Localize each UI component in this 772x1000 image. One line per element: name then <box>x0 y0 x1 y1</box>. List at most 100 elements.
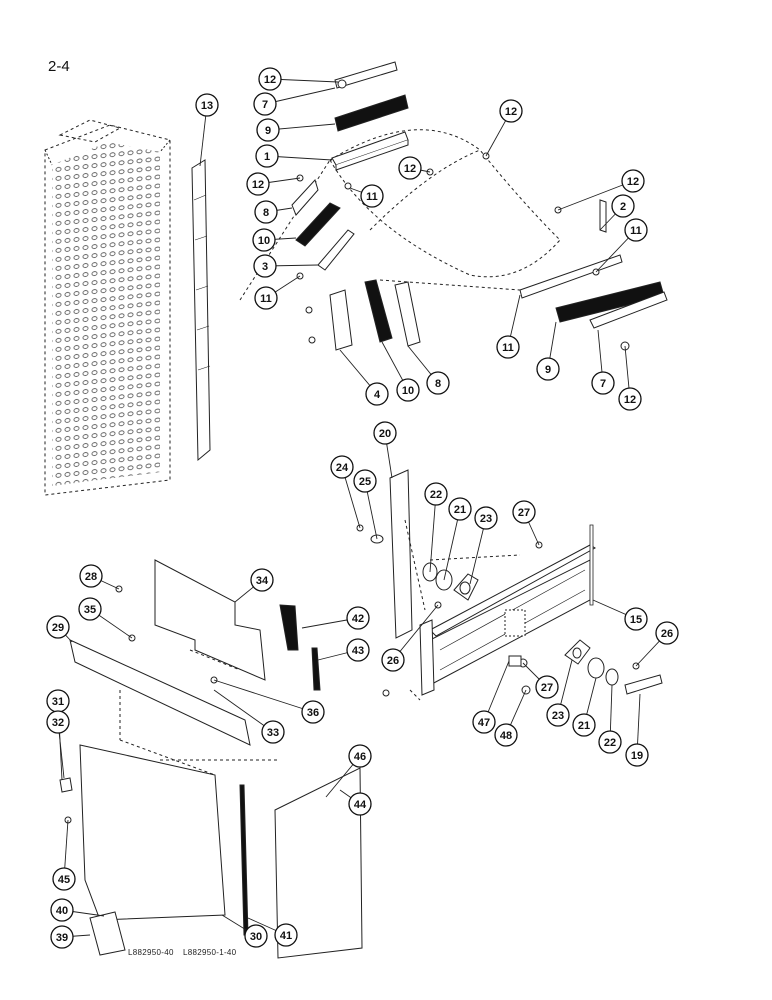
callout-29: 29 <box>46 615 70 639</box>
callout-label: 33 <box>267 727 279 739</box>
callout-circle <box>591 371 615 395</box>
callout-15: 15 <box>624 607 648 631</box>
callout-label: 36 <box>307 707 319 719</box>
right-brackets <box>519 199 668 329</box>
callout-label: 21 <box>454 504 466 516</box>
callout-label: 11 <box>502 342 514 354</box>
dashed-guides <box>119 649 280 776</box>
callout-circle <box>611 194 635 218</box>
callout-label: 21 <box>578 720 590 732</box>
callout-28: 28 <box>79 564 103 588</box>
callout-circle <box>494 723 518 747</box>
callout-circle <box>253 92 277 116</box>
callout-27: 27 <box>535 675 559 699</box>
callout-label: 12 <box>264 74 276 86</box>
callout-label: 3 <box>262 261 268 273</box>
callout-circle <box>46 710 70 734</box>
callout-21: 21 <box>448 497 472 521</box>
part-13-side-seal <box>191 159 211 462</box>
callout-label: 24 <box>336 462 349 474</box>
callout-27: 27 <box>512 500 536 524</box>
drawing-id-left: L882950-40 <box>128 948 174 957</box>
callout-label: 12 <box>252 179 264 191</box>
callout-label: 20 <box>379 428 391 440</box>
leader-line <box>213 689 274 733</box>
callout-circle <box>52 867 76 891</box>
callout-11: 11 <box>624 218 648 242</box>
callout-circle <box>261 720 285 744</box>
callout-34: 34 <box>250 568 274 592</box>
top-strips <box>331 61 409 171</box>
callout-circle <box>496 335 520 359</box>
callout-circle <box>348 792 372 816</box>
callout-42: 42 <box>346 606 370 630</box>
callout-label: 11 <box>630 225 642 237</box>
callout-label: 12 <box>505 106 517 118</box>
callout-label: 19 <box>631 750 643 762</box>
callout-circle <box>301 700 325 724</box>
callout-8: 8 <box>254 200 278 224</box>
callout-circle <box>274 923 298 947</box>
callout-label: 44 <box>354 799 367 811</box>
callout-20: 20 <box>373 421 397 445</box>
callout-22: 22 <box>598 730 622 754</box>
callout-30: 30 <box>244 924 268 948</box>
lower-brackets <box>329 279 421 351</box>
callout-label: 32 <box>52 717 64 729</box>
callout-7: 7 <box>591 371 615 395</box>
callout-label: 45 <box>58 874 70 886</box>
callout-12: 12 <box>246 172 270 196</box>
callout-circle <box>254 200 278 224</box>
callout-19: 19 <box>625 743 649 767</box>
callout-48: 48 <box>494 723 518 747</box>
callout-33: 33 <box>261 720 285 744</box>
callout-label: 42 <box>352 613 364 625</box>
callout-label: 40 <box>56 905 68 917</box>
callout-circle <box>360 184 384 208</box>
callout-9: 9 <box>256 118 280 142</box>
callout-40: 40 <box>50 898 74 922</box>
leader-line <box>392 604 439 661</box>
callout-1: 1 <box>255 144 279 168</box>
callout-circle <box>79 564 103 588</box>
callout-45: 45 <box>52 867 76 891</box>
callout-label: 15 <box>630 614 642 626</box>
callout-11: 11 <box>360 184 384 208</box>
callout-label: 22 <box>604 737 616 749</box>
callout-label: 10 <box>258 235 270 247</box>
callout-circle <box>353 469 377 493</box>
callout-21: 21 <box>572 713 596 737</box>
callout-11: 11 <box>496 335 520 359</box>
callout-label: 7 <box>262 99 268 111</box>
callout-11: 11 <box>254 286 278 310</box>
callout-circle <box>618 387 642 411</box>
leader-line <box>557 180 634 211</box>
callout-circle <box>50 898 74 922</box>
callout-label: 47 <box>478 717 490 729</box>
callout-8: 8 <box>426 371 450 395</box>
callout-circle <box>348 744 372 768</box>
callout-label: 39 <box>56 932 68 944</box>
callout-label: 11 <box>260 293 272 305</box>
callout-13: 13 <box>195 93 219 117</box>
callout-circle <box>512 500 536 524</box>
callout-circle <box>572 713 596 737</box>
callout-47: 47 <box>472 710 496 734</box>
callout-label: 26 <box>387 655 399 667</box>
callout-label: 28 <box>85 571 97 583</box>
callout-label: 23 <box>480 513 492 525</box>
callout-circle <box>256 118 280 142</box>
callout-label: 25 <box>359 476 371 488</box>
callout-circle <box>424 482 448 506</box>
callout-label: 31 <box>52 696 64 708</box>
callout-label: 46 <box>354 751 366 763</box>
callout-circle <box>330 455 354 479</box>
part-20-seal <box>389 469 413 639</box>
callout-label: 48 <box>500 730 512 742</box>
callout-24: 24 <box>330 455 354 479</box>
callout-circle <box>624 218 648 242</box>
callout-label: 23 <box>552 710 564 722</box>
callout-circle <box>255 144 279 168</box>
